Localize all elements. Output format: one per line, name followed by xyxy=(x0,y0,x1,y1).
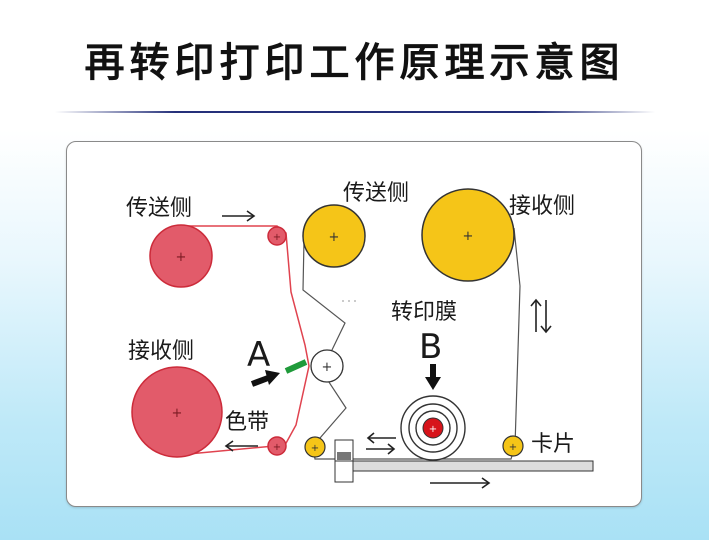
label-ribbon: 色带 xyxy=(225,410,269,435)
label-film-supply: 传送侧 xyxy=(343,181,409,206)
page-title: 再转印打印工作原理示意图 xyxy=(84,40,625,86)
arrow-ribbon-left xyxy=(224,440,258,452)
label-film: 转印膜 xyxy=(391,300,457,325)
print-head-a xyxy=(284,359,308,374)
film-guide-roller-left: + xyxy=(304,436,326,458)
svg-text:+: + xyxy=(273,442,281,453)
svg-text:+: + xyxy=(311,443,319,454)
label-point-a: A xyxy=(247,335,270,375)
ribbon-takeup-roller: + xyxy=(131,366,223,458)
svg-text:+: + xyxy=(172,406,183,421)
ribbon-supply-roller: + xyxy=(149,224,213,288)
arrow-b xyxy=(425,364,441,390)
heat-roller-b: + xyxy=(400,395,466,461)
ribbon-guide-roller-bottom: + xyxy=(267,436,287,456)
svg-text:+: + xyxy=(176,250,187,265)
svg-text:+: + xyxy=(273,232,281,243)
label-ribbon-takeup: 接收侧 xyxy=(128,339,194,364)
film-supply-roller: + xyxy=(302,204,366,268)
card-platform xyxy=(349,460,594,472)
arrow-film-updown xyxy=(530,298,552,334)
arrow-card-right xyxy=(430,477,491,489)
film-takeup-roller: + xyxy=(421,188,515,282)
svg-text:+: + xyxy=(509,442,517,453)
dust-dots xyxy=(342,300,356,302)
label-film-takeup: 接收侧 xyxy=(509,194,575,219)
arrow-ribbon-right xyxy=(222,210,256,222)
svg-text:+: + xyxy=(322,360,333,375)
svg-text:+: + xyxy=(429,424,437,435)
platen-roller: + xyxy=(310,349,344,383)
arrow-card-double xyxy=(366,432,396,455)
ribbon-guide-roller-top: + xyxy=(267,226,287,246)
label-point-b: B xyxy=(419,327,442,367)
card-feed-roller xyxy=(334,439,354,483)
label-ribbon-supply: 传送侧 xyxy=(126,196,192,221)
arrow-a xyxy=(250,370,280,387)
svg-text:+: + xyxy=(463,229,474,244)
film-guide-roller-right: + xyxy=(502,435,524,457)
label-card: 卡片 xyxy=(531,432,575,457)
title-divider xyxy=(55,111,655,113)
svg-text:+: + xyxy=(329,230,340,245)
